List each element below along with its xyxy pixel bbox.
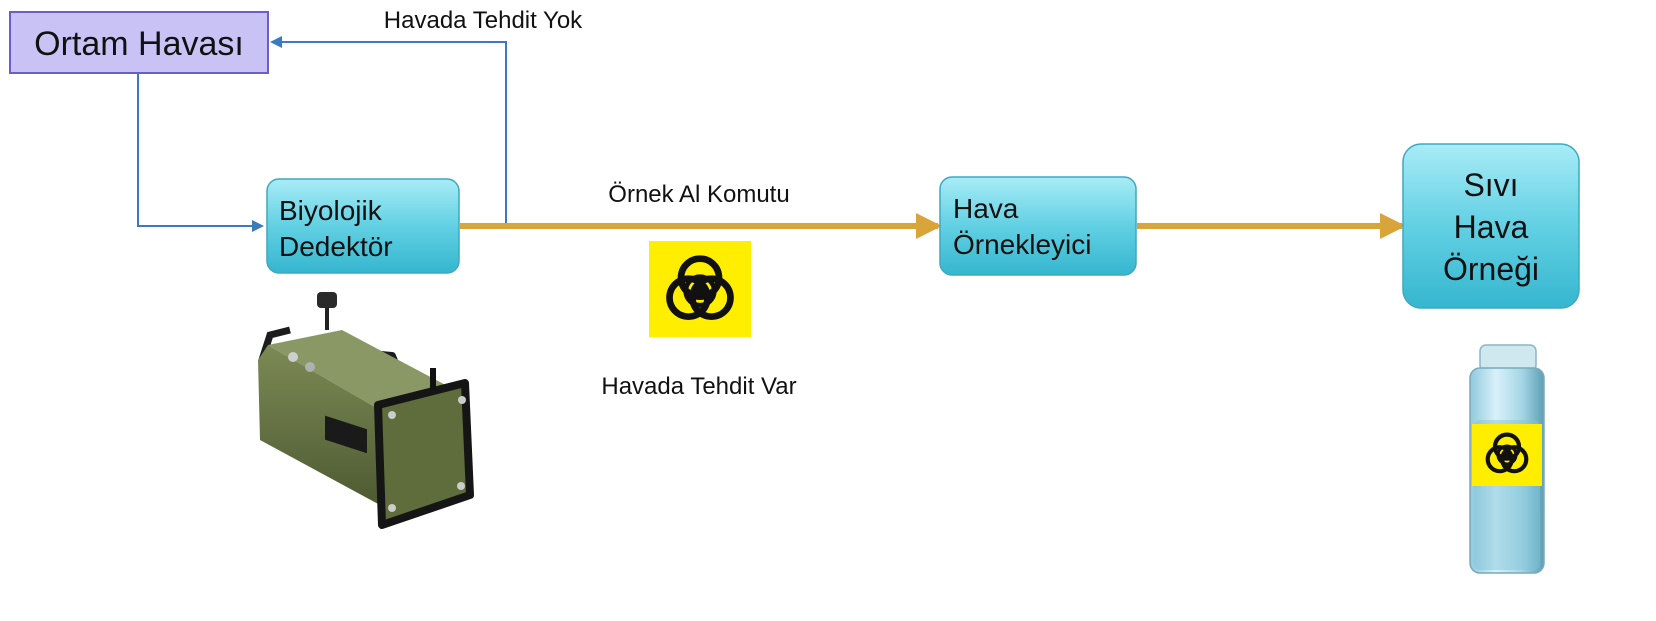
air-sampler-label-line2: Örnekleyici: [953, 229, 1091, 260]
no-threat-label: Havada Tehdit Yok: [384, 7, 583, 34]
liquid-sample-label-line2: Hava: [1454, 209, 1529, 245]
no-threat-return-arrow: [270, 36, 507, 223]
air-intake-arrow: [137, 73, 264, 232]
liquid-sample-label-line3: Örneği: [1443, 251, 1539, 287]
bio-detector-node: Biyolojik Dedektör: [266, 178, 460, 274]
liquid-sample-label-line1: Sıvı: [1463, 167, 1518, 203]
biohazard-icon: [649, 241, 751, 337]
threat-label: Havada Tehdit Var: [601, 373, 796, 400]
liquid-sample-node: Sıvı Hava Örneği: [1402, 143, 1580, 309]
ambient-air-label: Ortam Havası: [34, 25, 244, 63]
sample-vial-icon: [1469, 344, 1545, 574]
bio-detector-device-icon: [258, 292, 474, 529]
air-sampler-label-line1: Hava: [953, 193, 1019, 224]
bio-detector-label-line1: Biyolojik: [279, 195, 383, 226]
ambient-air-node: Ortam Havası: [9, 11, 269, 74]
air-sampler-node: Hava Örnekleyici: [939, 176, 1137, 276]
sample-command-label: Örnek Al Komutu: [608, 181, 789, 208]
bio-detector-label-line2: Dedektör: [279, 231, 393, 262]
